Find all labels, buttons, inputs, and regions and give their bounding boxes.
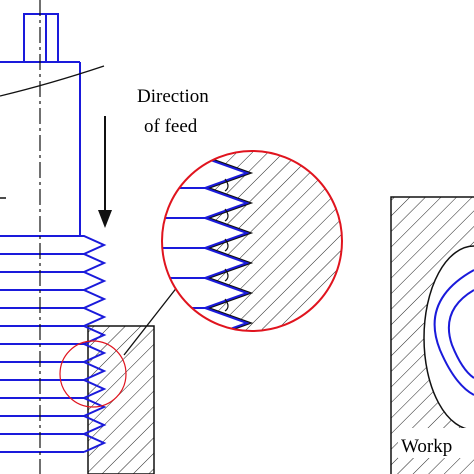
cutting-angle-arc bbox=[224, 268, 229, 282]
cutting-angle-arc bbox=[224, 298, 229, 312]
workpiece-label: Workp bbox=[401, 436, 453, 457]
magnified-thread-view bbox=[161, 150, 343, 332]
thread-profile bbox=[0, 235, 107, 453]
detail-leader-line bbox=[123, 276, 186, 356]
feed-direction-arrow bbox=[98, 116, 112, 228]
direction-of-feed-label-line1: Direction bbox=[137, 86, 209, 107]
cutting-angle-arc bbox=[224, 208, 229, 222]
tap-tool bbox=[0, 13, 105, 236]
direction-of-feed-label-line2: of feed bbox=[144, 116, 198, 137]
workpiece-block bbox=[87, 325, 155, 474]
cutting-angle-arc bbox=[224, 178, 229, 192]
detail-circle-small bbox=[59, 340, 127, 408]
cutting-angle-arc bbox=[224, 328, 229, 331]
workpiece-section-view bbox=[390, 196, 474, 474]
cutting-angle-arc bbox=[224, 238, 229, 252]
